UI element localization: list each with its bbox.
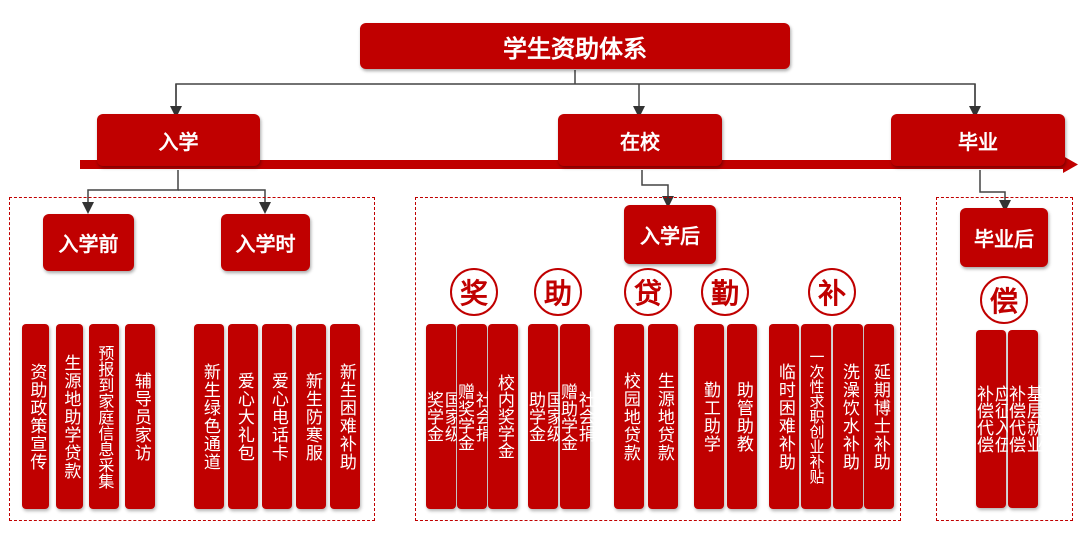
item-zhu: 助学金国家级 [525,324,563,509]
item-before: 预报到家庭信息采集 [89,324,119,509]
category-dai: 贷 [624,268,672,316]
item-dai: 生源地贷款 [648,324,678,509]
item-chang-line: 基层就业 [1022,385,1043,453]
timeline-arrowhead [1063,156,1078,173]
item-chang-line: 应征入伍 [990,385,1011,453]
enroll-panel [9,197,375,521]
stage-graduate: 毕业 [891,114,1065,166]
item-chang-line: 补偿代偿 [1005,385,1025,453]
item-during: 新生防寒服 [296,324,326,509]
category-chang: 偿 [980,276,1028,324]
item-qin: 勤工助学 [694,324,724,509]
page-title: 学生资助体系 [360,23,790,69]
item-jiang: 赠奖学金社会捐 [454,324,492,509]
item-during: 爱心电话卡 [262,324,292,509]
sub-before-enroll: 入学前 [43,214,134,271]
item-jiang-line: 社会捐 [471,391,492,442]
item-bu: 延期博士补助 [864,324,894,509]
item-during: 新生绿色通道 [194,324,224,509]
item-zhu-line: 社会捐 [574,391,595,442]
item-during: 爱心大礼包 [228,324,258,509]
category-bu: 补 [808,268,856,316]
title-connector [175,83,976,114]
item-zhu: 赠助学金社会捐 [557,324,595,509]
item-dai: 校园地贷款 [614,324,644,509]
item-jiang-line: 校内奖学金 [493,374,514,459]
sub-after-graduate: 毕业后 [960,208,1048,267]
category-qin: 勤 [701,268,749,316]
sub-during-enroll: 入学时 [221,214,310,271]
item-bu: 临时困难补助 [769,324,799,509]
school-panel [415,197,901,521]
item-jiang-line: 奖学金 [423,391,443,442]
category-zhu: 助 [534,268,582,316]
item-bu: 一次性求职创业补贴 [801,324,831,509]
item-chang: 补偿代偿应征入伍 [973,330,1011,508]
item-zhu-line: 赠助学金 [557,382,577,451]
item-zhu-line: 助学金 [525,391,545,442]
category-jiang: 奖 [450,268,498,316]
item-zhu-line: 国家级 [542,391,563,442]
item-jiang: 奖学金国家级 [423,324,461,509]
item-jiang-line: 国家级 [440,391,461,442]
stage-enroll: 入学 [97,114,260,166]
item-before: 辅导员家访 [125,324,155,509]
sub-after-enroll: 入学后 [624,205,716,264]
item-jiang: 校内奖学金 [488,324,518,509]
graduate-panel [936,197,1073,521]
item-chang: 补偿代偿基层就业 [1005,330,1043,508]
item-bu: 洗澡饮水补助 [833,324,863,509]
item-before: 生源地助学贷款 [56,324,83,509]
item-chang-line: 补偿代偿 [973,385,993,453]
item-during: 新生困难补助 [330,324,360,509]
stage-school: 在校 [558,114,722,166]
item-qin: 助管助教 [727,324,757,509]
item-before: 资助政策宣传 [22,324,49,509]
item-jiang-line: 赠奖学金 [454,382,474,451]
